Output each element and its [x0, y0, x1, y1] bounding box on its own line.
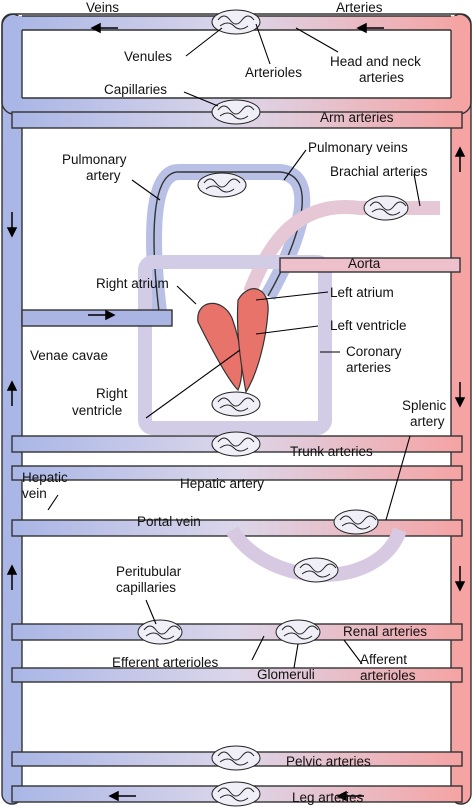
- arrow-up-left-icon: [6, 380, 18, 406]
- capillary-bed-lung: [197, 172, 247, 198]
- label-capillaries: Capillaries: [104, 82, 167, 97]
- main-vessels: [1, 13, 472, 805]
- arrow-left-veins-icon: [90, 22, 118, 34]
- heart: [197, 288, 269, 394]
- label-pulmonary-veins: Pulmonary veins: [308, 140, 408, 155]
- label-veins: Veins: [86, 0, 119, 15]
- arrow-up-left2-icon: [6, 564, 18, 590]
- label-arm-arteries: Arm arteries: [320, 110, 394, 125]
- label-venules: Venules: [124, 49, 172, 64]
- label-peritubular-1: Peritubular: [116, 564, 182, 579]
- heart-circuit: [21, 255, 461, 435]
- label-head-neck-2: arteries: [359, 70, 404, 85]
- label-left-atrium: Left atrium: [330, 285, 394, 300]
- label-trunk-arteries: Trunk arteries: [290, 444, 373, 459]
- capillary-bed-head: [211, 9, 261, 35]
- renal-loop-top: [11, 623, 463, 641]
- arrow-down-left-icon: [6, 212, 18, 238]
- capillary-bed-glomeruli: [275, 619, 321, 645]
- label-hepatic-vein-1: Hepatic: [22, 470, 68, 485]
- label-efferent-arterioles: Efferent arterioles: [112, 655, 219, 670]
- label-peritubular-2: capillaries: [116, 580, 176, 595]
- label-afferent-1: Afferent: [360, 652, 407, 667]
- label-pelvic-arteries: Pelvic arteries: [286, 754, 371, 769]
- arrow-right-vena-cava-icon: [88, 309, 116, 321]
- label-renal-arteries: Renal arteries: [343, 624, 427, 639]
- label-portal-vein: Portal vein: [137, 514, 201, 529]
- label-afferent-2: arterioles: [360, 668, 416, 683]
- capillary-bed-intestine: [293, 557, 339, 583]
- label-glomeruli: Glomeruli: [257, 667, 315, 682]
- label-left-ventricle: Left ventricle: [330, 318, 407, 333]
- label-venae-cavae: Venae cavae: [30, 348, 108, 363]
- flow-arrows: [6, 22, 466, 802]
- label-hepatic-vein-2: vein: [22, 486, 47, 501]
- label-right-atrium: Right atrium: [96, 276, 169, 291]
- capillary-beds: [137, 9, 409, 807]
- label-right-ventricle-2: ventricle: [72, 403, 122, 418]
- hepatic-loop: [11, 465, 463, 481]
- label-leg-arteries: Leg arteries: [292, 790, 364, 805]
- arrow-down-right-icon: [454, 382, 466, 408]
- capillary-bed-pelvic: [211, 745, 261, 771]
- label-pulmonary-artery-2: artery: [86, 168, 121, 183]
- label-aorta: Aorta: [348, 256, 381, 271]
- arrow-down-right2-icon: [454, 566, 466, 592]
- capillary-bed-brachial: [363, 195, 409, 221]
- pulmonary-circuit: [146, 164, 440, 321]
- renal-loop-bottom: [11, 667, 463, 683]
- label-splenic-2: artery: [410, 414, 445, 429]
- label-pulmonary-artery-1: Pulmonary: [62, 152, 127, 167]
- label-splenic-1: Splenic: [402, 398, 447, 413]
- arrow-left-leg-arteries-icon: [336, 790, 364, 802]
- label-right-ventricle-1: Right: [96, 386, 128, 401]
- label-arterioles: Arterioles: [245, 65, 302, 80]
- capillary-bed-trunk: [211, 431, 261, 457]
- label-pointers: [47, 23, 421, 669]
- label-arteries: Arteries: [336, 0, 383, 15]
- labels: Veins Arteries Venules Arterioles Head a…: [22, 0, 447, 805]
- label-head-neck-1: Head and neck: [330, 54, 421, 69]
- label-coronary-2: arteries: [346, 360, 391, 375]
- arrow-left-leg-veins-icon: [108, 790, 136, 802]
- arrow-left-arteries-icon: [356, 22, 384, 34]
- label-coronary-1: Coronary: [346, 344, 402, 359]
- capillary-bed-coronary: [211, 391, 261, 417]
- capillary-bed-arm: [211, 99, 261, 125]
- capillary-bed-leg: [211, 781, 261, 807]
- label-hepatic-artery: Hepatic artery: [180, 476, 264, 491]
- label-brachial-arteries: Brachial arteries: [330, 164, 428, 179]
- arrow-up-right-icon: [454, 146, 466, 172]
- capillary-bed-peritubular: [137, 619, 183, 645]
- capillary-bed-spleen: [333, 509, 379, 535]
